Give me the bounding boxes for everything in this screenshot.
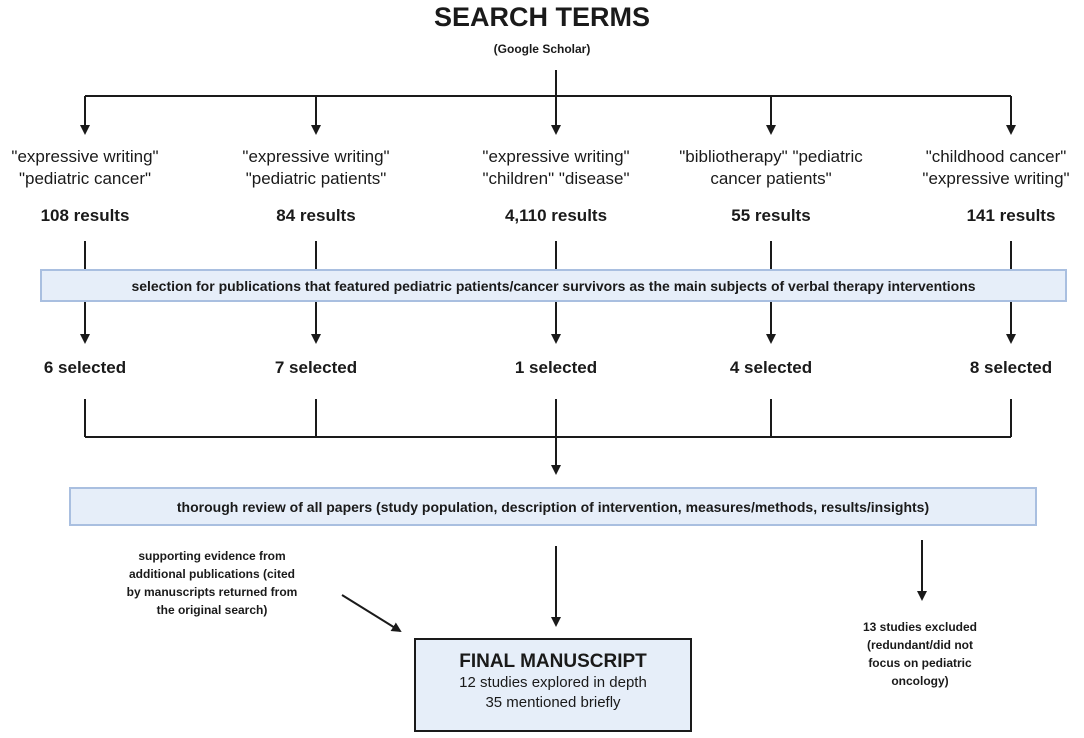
diagram-subtitle: (Google Scholar) [493,42,591,56]
terms-line: "pediatric patients" [245,169,387,188]
supporting-evidence-note: supporting evidence from additional publ… [107,547,317,619]
terms-line: "bibliotherapy" "pediatric [679,147,863,166]
excluded-studies-note: 13 studies excluded (redundant/did not f… [835,618,1005,690]
review-box: thorough review of all papers (study pop… [69,487,1037,526]
search-terms-col2: "expressive writing" "pediatric patients… [206,146,426,190]
selected-col2: 7 selected [274,358,358,377]
search-terms-col4: "bibliotherapy" "pediatric cancer patien… [661,146,881,190]
note-line: by manuscripts returned from [126,585,298,599]
results-col3: 4,110 results [504,206,608,225]
terms-line: cancer patients" [710,169,832,188]
terms-line: "children" "disease" [482,169,630,188]
diagram-title: SEARCH TERMS [433,2,650,32]
selected-col5: 8 selected [969,358,1053,377]
results-col5: 141 results [966,206,1056,225]
terms-line: "childhood cancer" [925,147,1067,166]
note-line: supporting evidence from [138,549,286,563]
selected-col1: 6 selected [43,358,127,377]
search-terms-col5: "childhood cancer" "expressive writing" [886,146,1084,190]
final-line-in-depth: 12 studies explored in depth [459,674,647,691]
selected-col4: 4 selected [729,358,813,377]
note-line: (redundant/did not [867,638,973,652]
results-col1: 108 results [40,206,130,225]
selected-col3: 1 selected [514,358,598,377]
note-line: the original search) [156,603,268,617]
terms-line: "pediatric cancer" [18,169,152,188]
search-terms-col3: "expressive writing" "children" "disease… [446,146,666,190]
note-line: additional publications (cited [128,567,295,581]
note-line: oncology) [891,674,949,688]
terms-line: "expressive writing" [922,169,1070,188]
search-terms-col1: "expressive writing" "pediatric cancer" [0,146,195,190]
note-line: focus on pediatric [868,656,972,670]
final-heading: FINAL MANUSCRIPT [459,651,647,672]
results-col2: 84 results [276,206,356,225]
note-line: 13 studies excluded [862,620,978,634]
final-line-briefly: 35 mentioned briefly [485,694,621,711]
selection-criteria-box: selection for publications that featured… [40,269,1067,302]
final-manuscript-box: FINAL MANUSCRIPT 12 studies explored in … [414,638,692,732]
terms-line: "expressive writing" [242,147,390,166]
results-col4: 55 results [731,206,811,225]
arrow-supporting-to-final [341,594,402,633]
terms-line: "expressive writing" [482,147,630,166]
terms-line: "expressive writing" [11,147,159,166]
